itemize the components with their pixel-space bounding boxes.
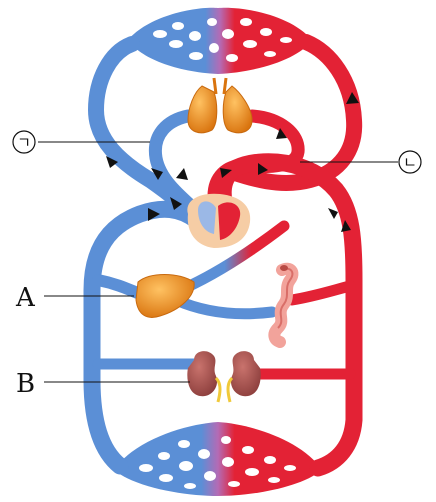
label-A: A — [15, 283, 36, 313]
lungs-icon — [187, 77, 253, 134]
kidneys-icon — [187, 351, 261, 403]
upper-body-capillary-bed-icon — [128, 7, 312, 75]
label-giyeok: ㄱ — [12, 130, 36, 154]
intestine-icon — [268, 262, 299, 348]
flow-arrow-icons — [106, 92, 359, 232]
label-B: B — [16, 369, 35, 399]
svg-text:ㄱ: ㄱ — [17, 134, 31, 152]
lower-body-capillary-bed-icon — [114, 422, 322, 496]
label-nieun: ㄴ — [398, 150, 422, 174]
heart-icon — [187, 193, 251, 248]
svg-text:ㄴ: ㄴ — [403, 154, 417, 172]
label-lines — [38, 141, 398, 383]
liver-icon — [135, 274, 195, 318]
